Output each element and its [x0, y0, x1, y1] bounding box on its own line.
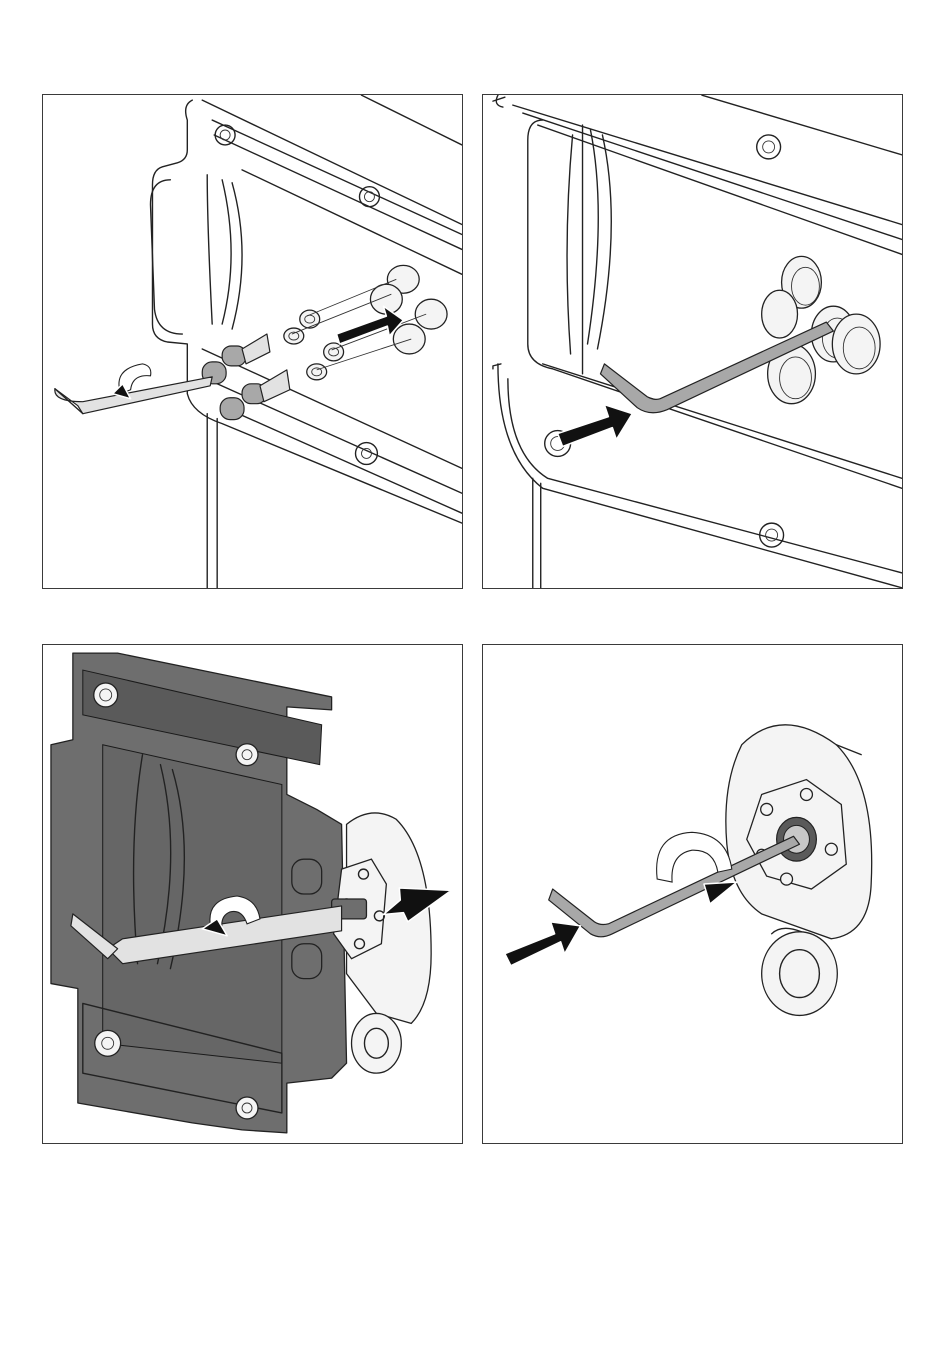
turn-key-illustration — [43, 645, 462, 1143]
illustration-panel-turn-key — [42, 644, 463, 1144]
illustration-panel-close-up — [482, 644, 903, 1144]
illustration-panel-remove-bolts — [42, 94, 463, 589]
illustration-panel-insert-key — [482, 94, 903, 589]
remove-bolts-illustration — [43, 95, 462, 588]
close-up-illustration — [483, 645, 902, 1143]
insert-key-illustration — [483, 95, 902, 588]
